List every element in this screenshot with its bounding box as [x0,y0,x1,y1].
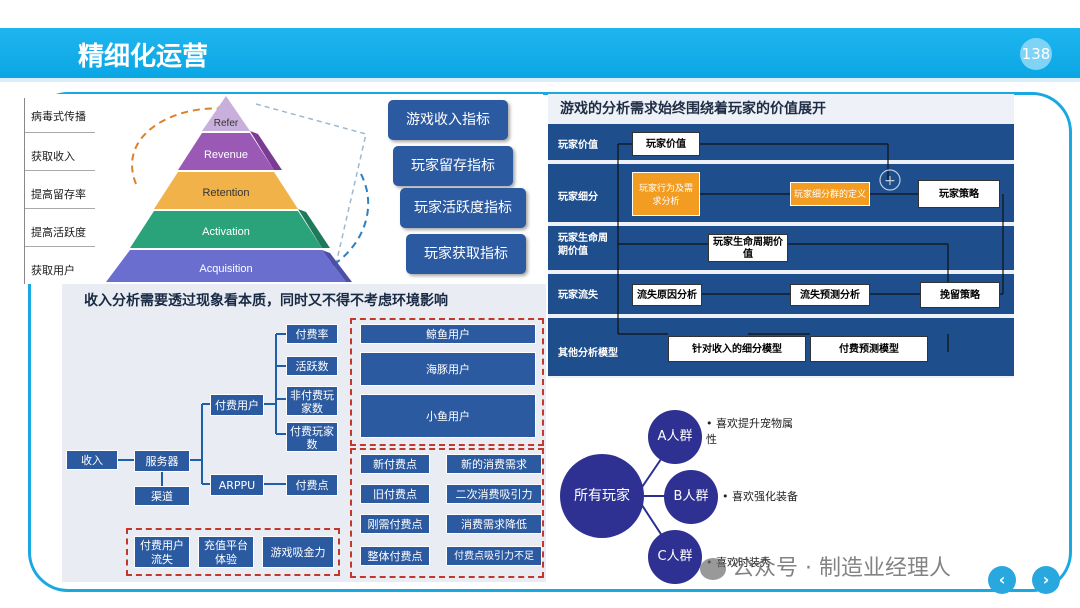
metric-retention-button[interactable]: 玩家留存指标 [393,146,513,186]
user-types-group: 鲸鱼用户 海豚用户 小鱼用户 [350,318,544,446]
need-new: 新的消费需求 [446,454,542,474]
prev-slide-button[interactable]: ‹ [988,566,1016,594]
page-number: 138 [1020,38,1052,70]
revenue-panel: 收入分析需要透过现象看本质，同时又不得不考虑环境影响 收入 服务器 渠道 付费用… [62,284,546,582]
aarrr-pyramid: Refer Revenue Retention Activation Acqui… [106,96,370,282]
node-channel: 渠道 [134,486,190,506]
level-revenue: Revenue [204,149,248,161]
segment-a-desc: • 喜欢提升宠物属性 [706,417,793,446]
level-acquisition: Acquisition [199,263,252,275]
node-arppu: ARPPU [210,474,264,496]
need-lower: 消费需求降低 [446,514,542,534]
metric-acquisition-button[interactable]: 玩家获取指标 [406,234,526,274]
box-retain: 挽留策略 [920,282,1000,308]
factor-recharge: 充值平台体验 [198,536,254,568]
need-attraction: 付费点吸引力不足 [446,546,542,566]
environment-factors-group: 付费用户流失 充值平台体验 游戏吸金力 [126,528,340,576]
metric-activity-button[interactable]: 玩家活跃度指标 [400,188,526,228]
next-slide-button[interactable]: › [1032,566,1060,594]
node-non-pay: 非付费玩家数 [286,386,338,416]
box-churn-reason: 流失原因分析 [632,284,702,306]
pay-points-group: 新付费点 旧付费点 刚需付费点 整体付费点 新的消费需求 二次消费吸引力 消费需… [350,448,544,578]
factor-monetization: 游戏吸金力 [262,536,334,568]
row-label-player-segment: 玩家细分 [558,192,598,203]
row-label-lifecycle: 玩家生命周期价值 [558,233,608,257]
node-paying-users: 付费用户 [210,394,264,416]
node-server: 服务器 [134,450,190,472]
pay-point-essential: 刚需付费点 [360,514,430,534]
box-income-model: 针对收入的细分模型 [668,336,806,362]
box-behavior: 玩家行为及需求分析 [632,172,700,216]
player-value-title: 游戏的分析需求始终围绕着玩家的价值展开 [560,101,826,117]
pay-point-old: 旧付费点 [360,484,430,504]
segment-b-desc: • 喜欢强化装备 [722,490,798,503]
node-pay-rate: 付费率 [286,324,338,344]
node-pay-point: 付费点 [286,474,338,496]
slide-title: 精细化运营 [78,42,209,72]
pay-point-overall: 整体付费点 [360,546,430,566]
box-player-value: 玩家价值 [632,132,700,156]
need-second: 二次消费吸引力 [446,484,542,504]
label-acquisition: 获取用户 [31,264,75,277]
node-income: 收入 [66,450,118,470]
content-frame [28,92,1072,592]
player-value-panel: 游戏的分析需求始终围绕着玩家的价值展开 玩家价值 玩家细分 玩家生命周期价值 玩… [548,94,1014,378]
label-activation: 提高活跃度 [31,226,86,239]
segments-panel: 所有玩家 A人群 B人群 C人群 • 喜欢提升宠物属性 • 喜欢强化装备 • 喜… [556,396,806,586]
row-player-value [548,124,1014,160]
segment-a: A人群 [648,410,702,464]
box-segment-def: 玩家细分群的定义 [790,182,870,206]
level-refer: Refer [214,118,239,129]
svg-text:+: + [884,173,896,189]
box-strategy: 玩家策略 [918,180,1000,208]
player-value-connectors: + [617,143,1004,352]
node-active: 活跃数 [286,356,338,376]
user-type-dolphin: 海豚用户 [360,352,536,386]
label-viral: 病毒式传播 [31,110,86,123]
watermark: 公众号 · 制造业经理人 [700,550,951,582]
wechat-icon [700,558,726,580]
row-label-player-value: 玩家价值 [558,140,598,151]
pay-point-new: 新付费点 [360,454,430,474]
revenue-panel-title: 收入分析需要透过现象看本质，同时又不得不考虑环境影响 [84,293,448,309]
pyramid-panel: 病毒式传播 获取收入 提高留存率 提高活跃度 获取用户 Refer Revenu… [18,94,543,284]
label-revenue: 获取收入 [31,150,75,163]
user-type-minnow: 小鱼用户 [360,394,536,438]
factor-user-churn: 付费用户流失 [134,536,190,568]
title-bar-underline [0,78,1080,82]
level-retention: Retention [202,187,249,199]
row-label-other: 其他分析模型 [558,348,618,359]
segment-center: 所有玩家 [560,454,644,538]
level-activation: Activation [202,226,250,238]
segment-b: B人群 [664,470,718,524]
box-churn-predict: 流失预测分析 [790,284,870,306]
box-lifecycle: 玩家生命周期价值 [708,234,788,262]
metric-revenue-button[interactable]: 游戏收入指标 [388,100,508,140]
user-type-whale: 鲸鱼用户 [360,324,536,344]
segment-c: C人群 [648,530,702,584]
node-pay-count: 付费玩家数 [286,422,338,452]
title-bar [0,28,1080,78]
row-label-churn: 玩家流失 [558,290,598,301]
box-pay-predict: 付费预测模型 [810,336,928,362]
label-retention: 提高留存率 [31,188,86,201]
revenue-tree-lines [118,333,286,486]
aarrr-label-column: 病毒式传播 获取收入 提高留存率 提高活跃度 获取用户 [24,98,102,284]
